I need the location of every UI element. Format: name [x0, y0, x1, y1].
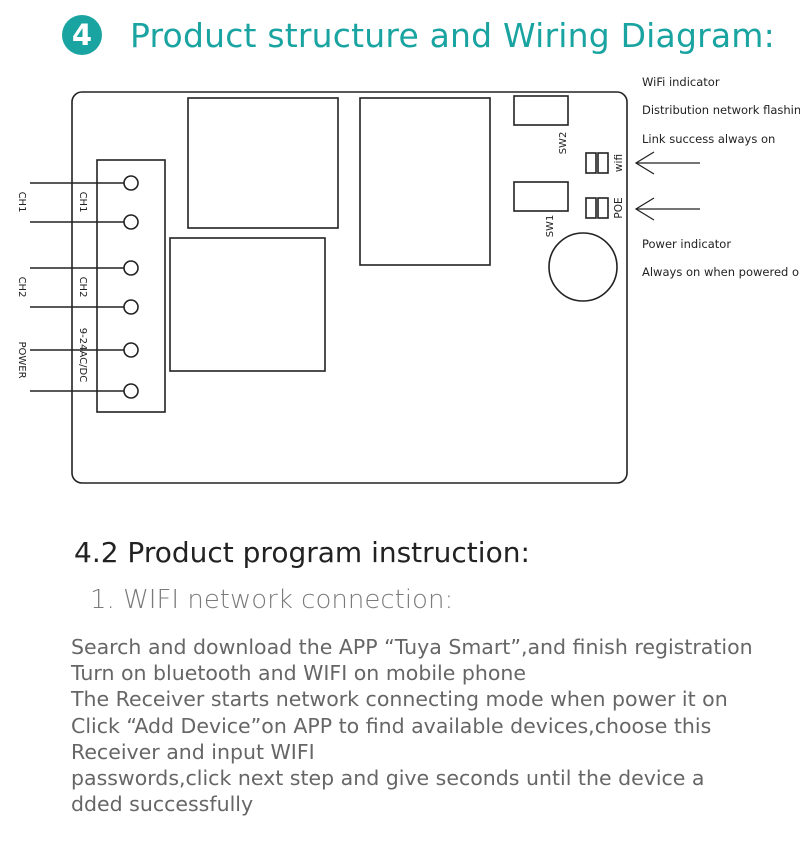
instruction-line: The Receiver starts network connecting m…	[71, 687, 728, 712]
section-header: 4 Product structure and Wiring Diagram:	[62, 10, 775, 60]
wiring-diagram: SW2 SW1 wifi POE CH1 CH2 9-24AC/DC CH1 C…	[16, 75, 800, 484]
instruction-line: dded successfully	[71, 792, 254, 817]
label-ch1-block: CH1	[77, 192, 88, 213]
terminal-block	[96, 159, 166, 413]
label-ch1-left: CH1	[16, 192, 27, 213]
note-link-success: Link success always on	[642, 132, 775, 146]
arrow-poe	[634, 197, 700, 221]
note-always-on: Always on when powered on	[642, 265, 800, 279]
instruction-body: Search and download the APP “Tuya Smart”…	[71, 634, 771, 817]
page-title: Product structure and Wiring Diagram:	[130, 15, 775, 55]
step-badge: 4	[62, 15, 102, 55]
poe-led-a	[585, 197, 597, 219]
section-subtitle: 1. WIFI network connection:	[90, 585, 454, 615]
label-ch2-block: CH2	[77, 277, 88, 298]
instruction-line: passwords,click next step and give secon…	[71, 766, 705, 791]
wifi-led-b	[597, 152, 609, 174]
terminal-ch1-b	[123, 214, 139, 230]
note-power-indicator: Power indicator	[642, 237, 731, 251]
terminal-ch2-a	[123, 260, 139, 276]
terminal-ch2-b	[123, 299, 139, 315]
buzzer	[548, 232, 618, 302]
label-wifi: wifi	[613, 154, 625, 172]
switch-sw2	[513, 95, 569, 126]
label-ch2-left: CH2	[16, 277, 27, 298]
note-wifi-indicator: WiFi indicator	[642, 75, 720, 89]
instruction-line: Turn on bluetooth and WIFI on mobile pho…	[71, 661, 527, 686]
instruction-line: Search and download the APP “Tuya Smart”…	[71, 635, 753, 659]
board-outline	[71, 91, 628, 484]
relay-bottom-left	[169, 237, 326, 372]
label-power-left: POWER	[16, 341, 27, 378]
terminal-power-a	[123, 342, 139, 358]
arrow-wifi	[634, 151, 700, 175]
terminal-ch1-a	[123, 175, 139, 191]
label-poe: POE	[613, 197, 625, 218]
wifi-led-a	[585, 152, 597, 174]
relay-top-right	[359, 97, 491, 266]
note-distribution-flashing: Distribution network flashing	[642, 103, 800, 117]
instruction-line: Click “Add Device”on APP to find availab…	[71, 713, 712, 738]
relay-top-left	[187, 97, 339, 229]
terminal-power-b	[123, 383, 139, 399]
label-sw1: SW1	[545, 215, 556, 238]
label-sw2: SW2	[558, 132, 569, 155]
label-power-block: 9-24AC/DC	[77, 328, 88, 382]
poe-led-b	[597, 197, 609, 219]
switch-sw1	[513, 181, 569, 212]
instruction-line: Receiver and input WIFI	[71, 739, 315, 764]
section-title: 4.2 Product program instruction:	[74, 536, 530, 569]
